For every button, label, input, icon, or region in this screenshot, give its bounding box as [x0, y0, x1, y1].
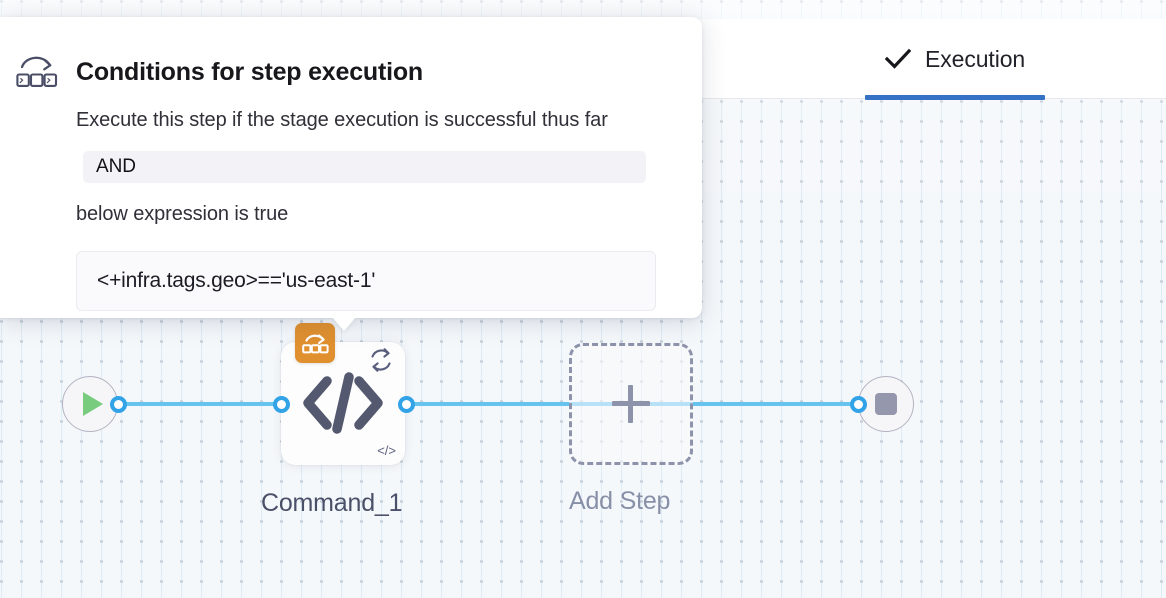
port-command-out[interactable]	[398, 396, 415, 413]
shell-script-icon	[14, 53, 60, 91]
check-icon	[885, 48, 911, 70]
conditional-execution-tooltip: Conditions for step execution Execute th…	[0, 17, 702, 318]
tooltip-description-line-1: Execute this step if the stage execution…	[76, 109, 608, 131]
condition-badge-icon[interactable]	[295, 323, 335, 363]
condition-operator-field[interactable]: AND	[83, 151, 646, 183]
condition-expression-field[interactable]: <+infra.tags.geo>=='us-east-1'	[76, 251, 656, 311]
condition-operator-value: AND	[96, 156, 136, 177]
port-command-in[interactable]	[273, 396, 290, 413]
add-step-label: Add Step	[569, 487, 671, 515]
plus-icon	[612, 385, 650, 423]
code-icon	[301, 371, 385, 435]
tab-execution[interactable]: Execution	[855, 19, 1055, 100]
tooltip-pointer	[332, 317, 356, 331]
edge-start-to-command	[118, 402, 282, 406]
pipeline-start-node[interactable]	[62, 376, 118, 432]
port-start-out[interactable]	[110, 396, 127, 413]
tab-execution-label: Execution	[925, 45, 1026, 72]
stop-icon	[875, 393, 897, 415]
code-snippet-badge: </>	[377, 443, 396, 458]
add-step-button[interactable]	[569, 343, 693, 465]
step-label-command-1: Command_1	[261, 489, 403, 517]
condition-expression-value: <+infra.tags.geo>=='us-east-1'	[97, 269, 376, 292]
pipeline-end-node[interactable]	[858, 376, 914, 432]
port-end-in[interactable]	[850, 396, 867, 413]
play-icon	[83, 392, 103, 416]
tooltip-description-line-2: below expression is true	[76, 203, 289, 225]
tooltip-title: Conditions for step execution	[76, 58, 423, 86]
